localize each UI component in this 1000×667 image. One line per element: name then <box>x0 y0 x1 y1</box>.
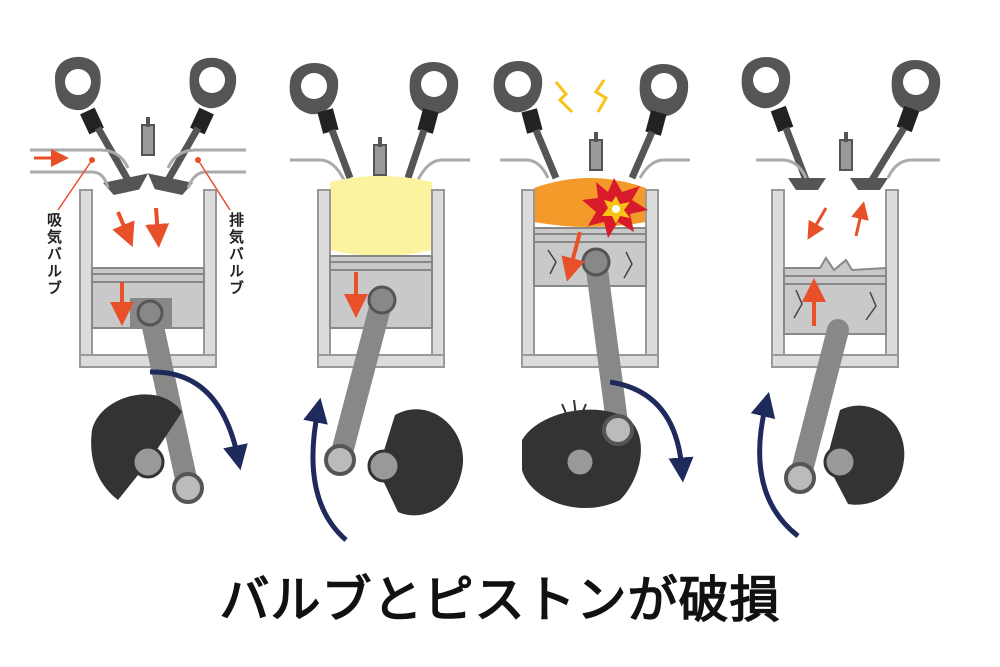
panel-compression <box>289 62 470 542</box>
compressed-mixture <box>330 176 432 256</box>
cylinder <box>317 189 445 368</box>
impact-marks-icon <box>561 399 587 419</box>
spark-plug-icon <box>141 117 155 156</box>
exhaust-cam-icon <box>891 60 941 113</box>
flow-arrow-icon <box>851 201 869 237</box>
intake-valve-label: 吸気バルブ <box>45 212 63 297</box>
intake-cam-icon <box>289 62 339 115</box>
exhaust-cam-icon <box>189 57 237 109</box>
flow-arrow-icon <box>112 211 135 248</box>
connecting-rod <box>585 251 629 441</box>
panel-exhaust <box>741 56 941 538</box>
cylinder-head <box>756 158 940 179</box>
crankshaft <box>522 409 641 509</box>
flow-arrow-icon <box>561 231 585 282</box>
panel-combustion <box>493 60 694 509</box>
spark-plug-icon <box>589 132 603 171</box>
connecting-rod <box>789 319 849 489</box>
crankshaft <box>91 394 204 504</box>
rotation-arrow-icon <box>149 369 248 471</box>
flow-arrow-icon <box>807 207 828 240</box>
exhaust-cam-icon <box>639 64 689 117</box>
cylinder-head <box>290 158 470 181</box>
flow-arrow-icon <box>145 207 170 248</box>
cylinder-head <box>500 158 690 179</box>
spark-plug-icon <box>373 137 387 176</box>
spark-icon <box>554 79 609 114</box>
caption-title: バルブとピストンが破損 <box>219 571 781 629</box>
spark-plug-icon <box>839 132 853 171</box>
panel-intake <box>30 56 248 504</box>
intake-cam-icon <box>55 56 101 111</box>
cylinder <box>771 189 899 368</box>
exhaust-cam-icon <box>409 62 459 115</box>
cylinder <box>521 189 659 368</box>
crankshaft <box>784 405 905 505</box>
explosion-icon <box>582 178 648 238</box>
exhaust-valve-icon <box>147 107 214 195</box>
rotation-arrow-icon <box>609 379 694 483</box>
exhaust-valve-label: 排気バルブ <box>227 212 245 297</box>
rotation-arrow-icon <box>750 391 800 538</box>
crankshaft <box>324 409 464 516</box>
rotation-arrow-icon <box>303 397 348 542</box>
cylinder-head <box>30 148 246 169</box>
intake-cam-icon <box>493 60 543 113</box>
intake-cam-icon <box>741 56 791 109</box>
connecting-rod <box>329 289 393 471</box>
